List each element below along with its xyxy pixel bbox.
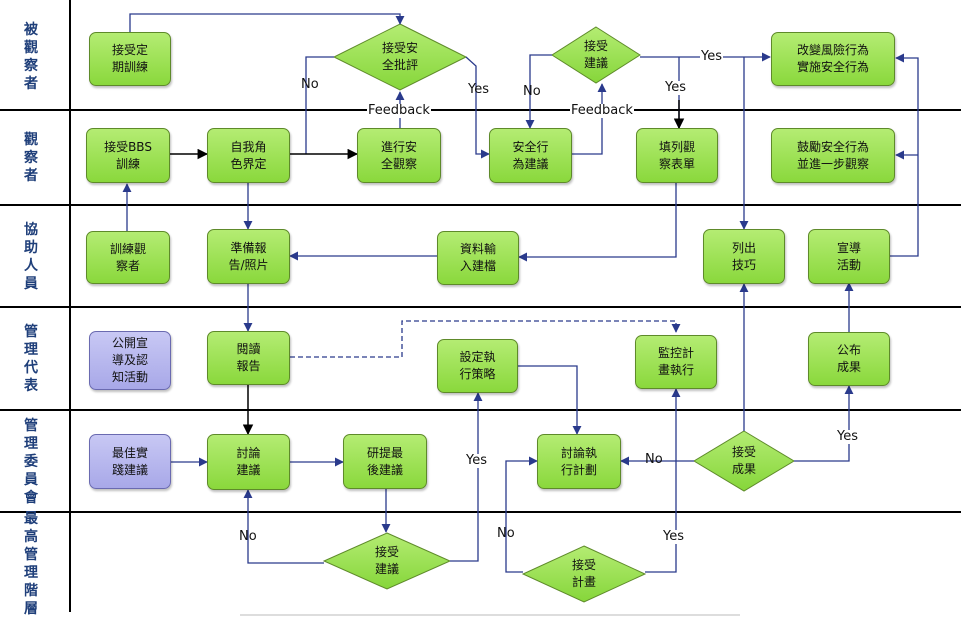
node-public-awareness: 公開宣 導及認 知活動 [89, 331, 171, 390]
decision-accept-suggestion-top-shape [551, 26, 641, 84]
label-yes-bottom-suggestion: Yes [465, 453, 488, 468]
decision-accept-plan: 接受 計畫 [571, 558, 596, 589]
decision-accept-suggestion-bottom-shape [322, 532, 452, 590]
decision-accept-results-shape [693, 430, 795, 492]
node-safety-observation: 進行安 全觀察 [357, 128, 441, 183]
node-publish-results: 公布 成果 [808, 332, 890, 386]
node-data-entry: 資料輸 入建檔 [437, 231, 519, 285]
edge-suggestion-no [525, 54, 552, 129]
edge-read-to-monitor [290, 320, 681, 358]
edge-training-to-critique [129, 13, 405, 32]
node-monitor-plan: 監控計 畫執行 [635, 335, 717, 389]
edge-strategy-to-plan [518, 365, 582, 435]
black-connectors [170, 100, 685, 436]
node-self-role: 自我角 色界定 [207, 128, 290, 183]
edge-fill-form-to-data [518, 182, 677, 262]
decision-shapes [322, 23, 795, 603]
lane-label-assistant: 協助人員 [24, 221, 38, 292]
label-yes-critique: Yes [468, 82, 489, 97]
node-scheduled-training: 接受定 期訓練 [89, 32, 171, 86]
decision-accept-plan-shape [521, 545, 647, 603]
node-best-practice: 最佳實 踐建議 [89, 434, 171, 489]
decision-accept-suggestion-bottom: 接受 建議 [374, 545, 399, 576]
node-prepare-report: 準備報 告/照片 [207, 229, 290, 284]
decision-accept-results: 接受 成果 [731, 445, 756, 476]
label-no-bottom-suggestion: No [239, 529, 257, 544]
node-encourage: 鼓勵安全行為 並進一步觀察 [771, 128, 895, 183]
label-no-suggestion: No [523, 84, 541, 99]
node-discuss-suggestion: 討論 建議 [207, 434, 290, 490]
lane-label-committee: 管理委員會 [24, 417, 38, 506]
edge-critique-yes [465, 56, 490, 159]
lane-label-top-mgmt: 最高管理階層 [24, 511, 38, 617]
node-promotion: 宣導 活動 [808, 229, 890, 284]
node-safe-behavior-suggestion: 安全行 為建議 [489, 128, 572, 183]
label-no-plan: No [497, 526, 515, 541]
label-no-results: No [645, 452, 663, 467]
edge-feedback-suggestion [572, 83, 607, 155]
node-read-report: 閱讀 報告 [207, 331, 290, 385]
label-yes-plan: Yes [662, 529, 685, 544]
node-bbs-training: 接受BBS 訓練 [86, 128, 170, 183]
decision-accept-safety-critique: 接受安 全批評 [381, 41, 418, 72]
edge-accept-yes [450, 392, 483, 562]
edge-plan-yes [645, 388, 681, 573]
lane-label-mgmt-rep: 管理代表 [24, 324, 38, 394]
label-yes-suggestion-right: Yes [700, 49, 723, 64]
edge-plan-no [505, 456, 538, 573]
label-no-critique: No [301, 77, 319, 92]
lane-label-observed: 被觀察者 [24, 22, 38, 92]
edge-promotion-to-improve [890, 53, 919, 257]
node-fill-form: 填列觀 察表單 [636, 128, 718, 183]
node-list-tips: 列出 技巧 [703, 229, 785, 284]
label-feedback-critique: Feedback [367, 103, 431, 118]
decision-accept-suggestion-top: 接受 建議 [583, 39, 608, 70]
edge-results-yes [794, 385, 854, 462]
lane-label-observer: 觀察者 [24, 132, 38, 184]
label-yes-suggestion-down: Yes [664, 80, 687, 95]
node-improve-behavior: 改變風險行為 實施安全行為 [771, 32, 895, 86]
node-discuss-plan: 討論執 行計劃 [537, 434, 621, 489]
node-final-suggestion: 研提最 後建議 [343, 434, 427, 489]
decision-accept-safety-critique-shape [332, 23, 468, 91]
node-train-observers: 訓練觀 察者 [86, 231, 170, 284]
edge-critique-no-loop [305, 56, 334, 154]
label-yes-results: Yes [836, 429, 859, 444]
label-feedback-suggestion: Feedback [570, 103, 634, 118]
edge-accept-no [243, 489, 324, 564]
node-set-strategy: 設定執 行策略 [437, 339, 518, 393]
